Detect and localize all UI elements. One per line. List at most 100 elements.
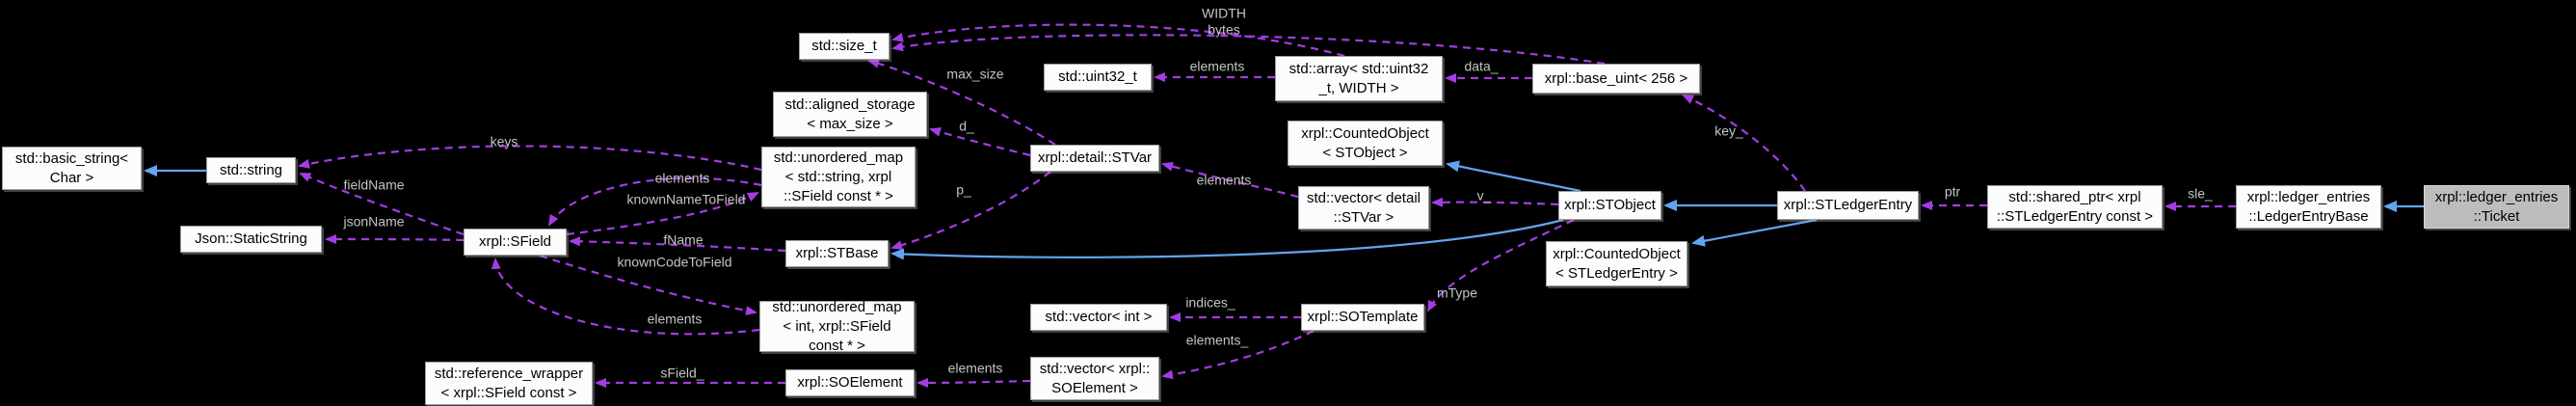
edge-label-bytes: bytes (1208, 21, 1240, 38)
edge-umap_int-sfield (491, 257, 760, 336)
edge-label-elements_: elements_ (1185, 332, 1249, 348)
node-label-line: std::uint32_t (1058, 68, 1137, 85)
node-stobject[interactable]: xrpl::STObject (1558, 191, 1661, 220)
edge-stobject-stbase (890, 218, 1564, 260)
edge-base_uint-size_t (891, 34, 1606, 66)
edge-label-key_: key_ (1714, 122, 1743, 139)
node-stbase[interactable]: xrpl::STBase (785, 240, 889, 267)
edge-stvar-aligned (929, 127, 1031, 157)
edge-sfield-json_ss (325, 234, 465, 245)
edge-label-elements: elements (1196, 172, 1252, 188)
node-label-line: < max_size > (807, 115, 893, 132)
node-label-line: xrpl::STLedgerEntry (1783, 197, 1913, 213)
node-json_ss[interactable]: Json::StaticString (180, 226, 322, 253)
edge-label-sField_: sField_ (660, 365, 704, 381)
edge-label-d_: d_ (959, 118, 974, 134)
node-label-line: std::vector< detail (1307, 189, 1421, 206)
node-label-line: xrpl::CountedObject (1553, 245, 1681, 262)
node-counted_stle[interactable]: xrpl::CountedObject< STLedgerEntry > (1546, 241, 1687, 286)
node-label-line: SOElement > (1051, 379, 1138, 396)
node-label-line: std::shared_ptr< xrpl (2008, 188, 2141, 205)
node-basic_string[interactable]: std::basic_string<Char > (2, 147, 142, 190)
edge-label-v_: v_ (1476, 187, 1492, 203)
edge-label-elements: elements (947, 360, 1003, 376)
node-vector_soel[interactable]: std::vector< xrpl::SOElement > (1030, 357, 1159, 400)
node-label-line: xrpl::STBase (795, 245, 879, 261)
node-label-line: std::aligned_storage (784, 95, 916, 113)
node-soelement[interactable]: xrpl::SOElement (785, 369, 915, 396)
node-label-line: xrpl::SOElement (797, 374, 903, 391)
edge-umap_string-string (298, 145, 762, 172)
edge-label-indices_: indices_ (1185, 294, 1235, 311)
node-label-line: std::unordered_map (773, 149, 904, 166)
node-label-line: std::basic_string< (14, 149, 129, 167)
node-stvar[interactable]: xrpl::detail::STVar (1030, 145, 1159, 172)
node-sfield[interactable]: xrpl::SField (464, 229, 567, 256)
edge-label-WIDTH: WIDTH (1202, 5, 1246, 21)
edge-label-sle_: sle_ (2188, 185, 2213, 202)
node-shared_ptr[interactable]: std::shared_ptr< xrpl::STLedgerEntry con… (1987, 185, 2163, 229)
node-label-line: xrpl::detail::STVar (1037, 149, 1153, 166)
node-size_t[interactable]: std::size_t (799, 33, 890, 60)
edge-array_u32-size_t (891, 23, 1345, 58)
edge-label-knownCodeToField: knownCodeToField (617, 254, 732, 270)
node-label-line: ::STVar > (1333, 208, 1394, 226)
node-array_u32[interactable]: std::array< std::uint32_t, WIDTH > (1275, 56, 1443, 101)
node-label-line: Json::StaticString (195, 230, 307, 247)
edge-label-ptr: ptr (1944, 183, 1961, 200)
node-ref_wrapper[interactable]: std::reference_wrapper< xrpl::SField con… (425, 362, 593, 405)
node-label-line: const * > (809, 337, 865, 354)
node-label-line: < int, xrpl::SField (783, 317, 891, 335)
node-label-line: std::size_t (811, 38, 877, 54)
edge-label-p_: p_ (956, 181, 971, 198)
edge-sotemplate-vector_soel (1161, 330, 1315, 380)
edge-label-jsonName: jsonName (343, 213, 405, 230)
node-label-line: ::SField const * > (783, 187, 893, 204)
node-label-line: std::vector< xrpl:: (1039, 360, 1151, 377)
node-vector_int[interactable]: std::vector< int > (1030, 304, 1167, 331)
edge-stbase-sfield (569, 236, 786, 253)
node-label-line: ::STLedgerEntry const > (1996, 207, 2154, 225)
node-label-line: Char > (49, 169, 94, 186)
edge-label-knownNameToField: knownNameToField (626, 191, 746, 207)
edge-stledger-base_uint (1682, 95, 1806, 192)
edge-vector_soel-soelement (916, 377, 1031, 388)
edge-label-keys: keys (490, 133, 518, 149)
node-label-line: < STObject > (1322, 144, 1408, 161)
node-vector_stvar[interactable]: std::vector< detail::STVar > (1298, 186, 1429, 230)
node-label-line: xrpl::SOTemplate (1307, 309, 1419, 325)
node-label-line: _t, WIDTH > (1318, 79, 1399, 96)
node-label-line: std::unordered_map (772, 298, 902, 315)
node-label-line: ::LedgerEntryBase (2248, 207, 2369, 225)
edge-stledger-counted_stle (1691, 218, 1818, 247)
node-ticket: xrpl::ledger_entries::Ticket (2424, 185, 2569, 229)
node-label-line: std::vector< int > (1045, 309, 1153, 325)
node-sotemplate[interactable]: xrpl::SOTemplate (1301, 304, 1424, 331)
edge-vector_stvar-stvar (1161, 161, 1299, 199)
node-base_uint[interactable]: xrpl::base_uint< 256 > (1532, 64, 1700, 94)
node-string[interactable]: std::string (206, 157, 296, 183)
node-label-line: xrpl::ledger_entries (2246, 188, 2371, 205)
node-label-line: xrpl::ledger_entries (2434, 188, 2559, 205)
node-aligned[interactable]: std::aligned_storage< max_size > (773, 92, 927, 137)
node-label-line: std::array< std::uint32 (1288, 60, 1429, 77)
node-label-line: < xrpl::SField const > (440, 384, 577, 401)
node-stledger[interactable]: xrpl::STLedgerEntry (1777, 191, 1919, 220)
edge-stobject-counted_sto (1446, 160, 1581, 193)
edge-label-max_size: max_size (946, 66, 1004, 82)
node-label-line: std::reference_wrapper (434, 365, 584, 382)
edge-label-fName: fName (663, 231, 704, 248)
node-label-line: < STLedgerEntry > (1555, 264, 1678, 282)
node-counted_sto[interactable]: xrpl::CountedObject< STObject > (1288, 121, 1443, 166)
node-uint32[interactable]: std::uint32_t (1044, 64, 1152, 91)
edge-umap_string-sfield (547, 176, 762, 227)
node-label-line: std::string (219, 161, 283, 178)
node-label-line: xrpl::SField (478, 233, 552, 250)
node-umap_string[interactable]: std::unordered_map< std::string, xrpl::S… (761, 147, 916, 207)
node-lebase[interactable]: xrpl::ledger_entries::LedgerEntryBase (2236, 185, 2381, 229)
node-label-line: xrpl::STObject (1564, 197, 1656, 213)
edge-sfield-umap_int (539, 254, 757, 316)
